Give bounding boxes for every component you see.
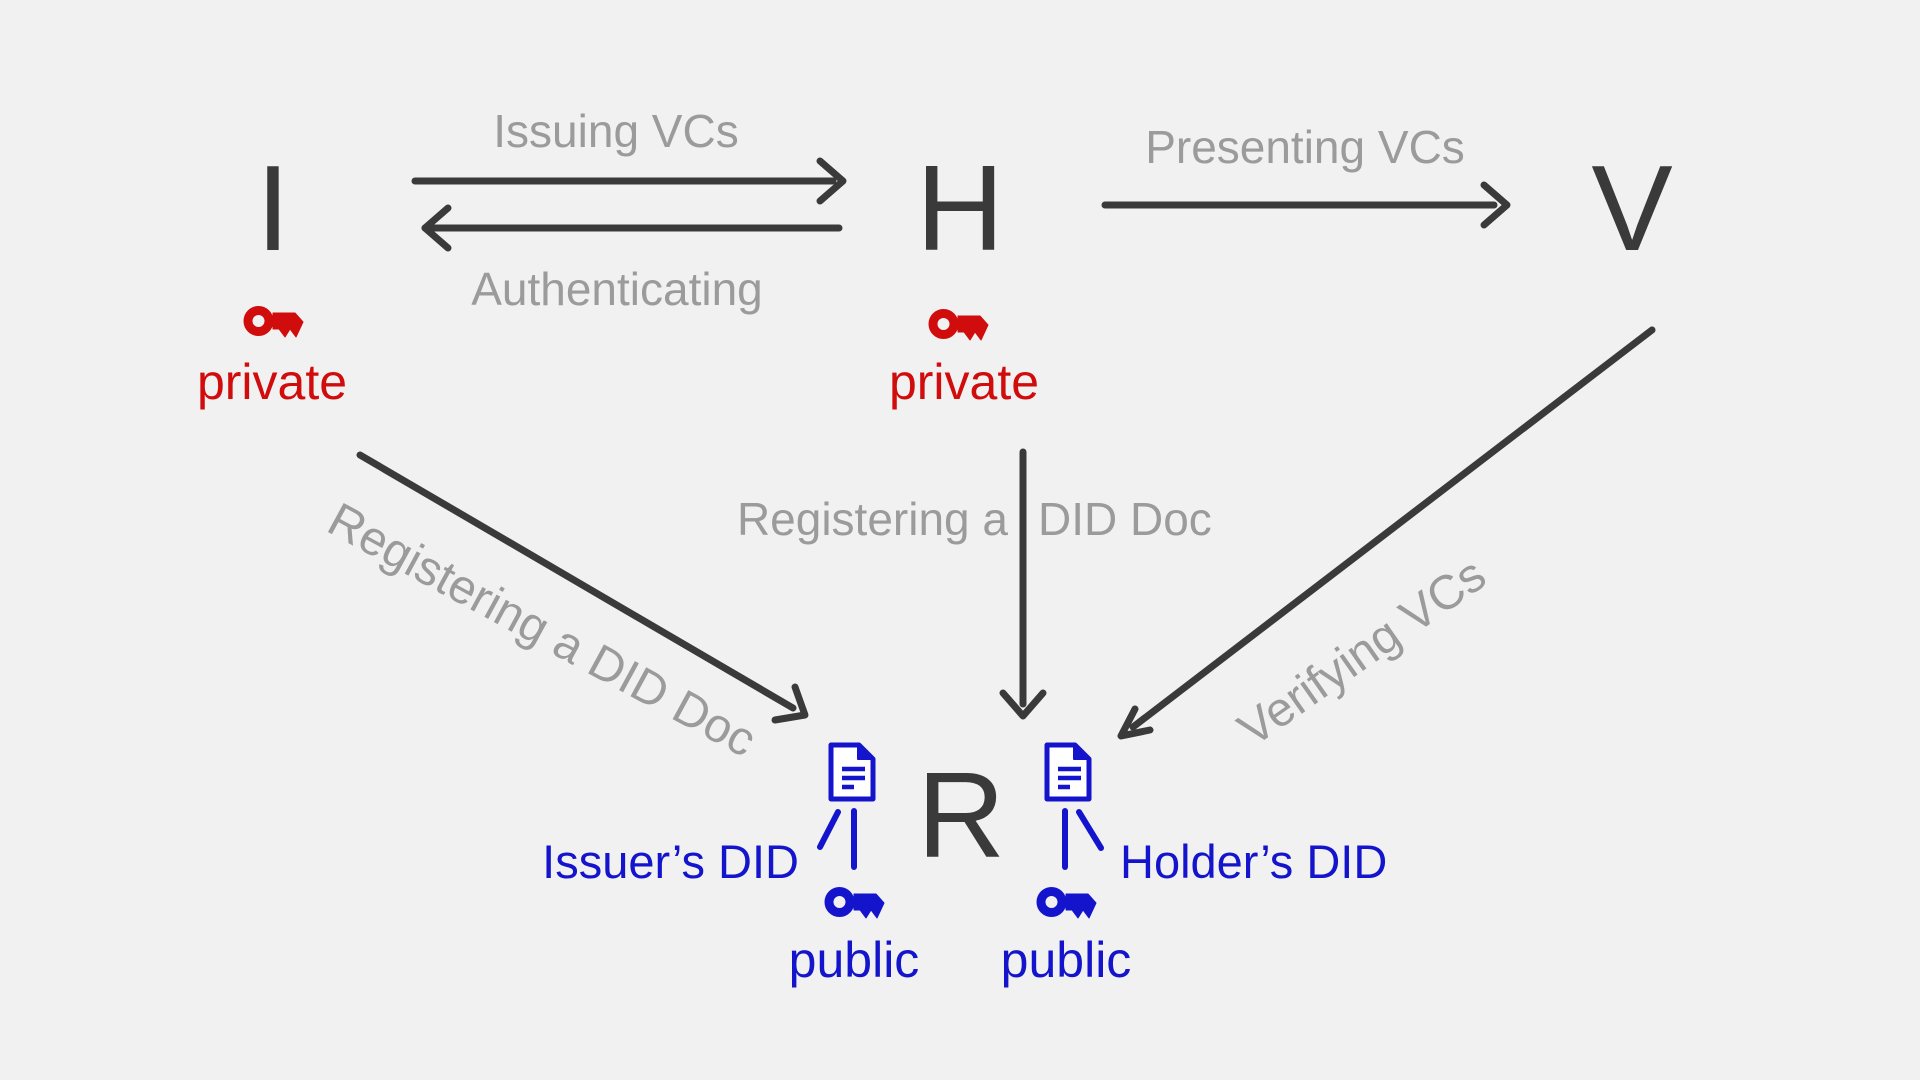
holder-private-label: private [889,354,1039,410]
registering-holder-label-left: Registering a [737,493,1008,545]
issuer-private-label: private [197,354,347,410]
actor-holder: H [916,140,1004,276]
document-connectors [817,808,1104,870]
presenting-arrow [1101,181,1511,229]
presenting-label: Presenting VCs [1145,121,1465,173]
issuer-doc-label-connector [817,809,841,850]
authenticating-label: Authenticating [471,263,763,315]
issuer-did-label: Issuer’s DID [542,835,799,888]
registering-holder-arrow [999,448,1047,720]
registering-issuer-arrow [356,451,809,724]
issuing-arrow [411,157,847,205]
issuing-label: Issuing VCs [493,105,738,157]
did-document-icon-issuer [831,745,873,799]
verifying-arrow [1117,326,1656,740]
registering-holder-label-right: DID Doc [1038,493,1212,545]
holder-did-label: Holder’s DID [1120,835,1387,888]
issuer-public-label: public [789,932,920,988]
actor-registry: R [917,747,1005,883]
authenticating-arrow [421,204,843,252]
holder-doc-label-connector [1076,809,1104,851]
actor-issuer: I [256,140,290,276]
holder-public-label: public [1001,932,1132,988]
actor-verifier: V [1591,140,1672,276]
did-document-icon-holder [1047,745,1089,799]
